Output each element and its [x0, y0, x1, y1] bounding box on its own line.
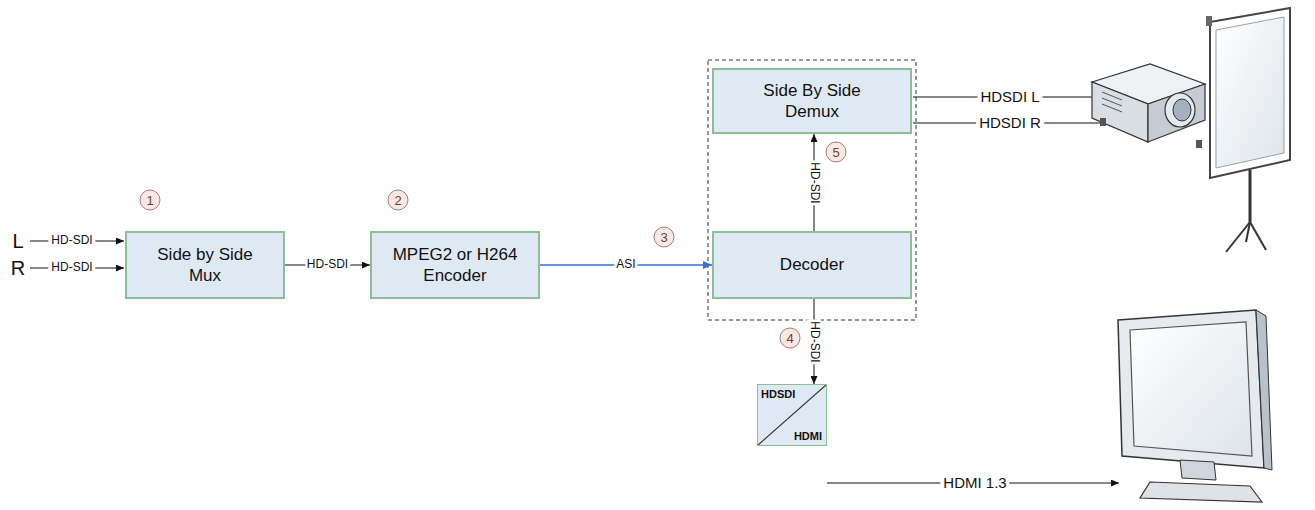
- box-label: MPEG2 or H264 Encoder: [385, 244, 525, 287]
- signal-name: HD-SDI: [48, 234, 95, 248]
- callout-number: 5: [826, 142, 847, 163]
- signal-label: HD-SDI: [807, 319, 821, 364]
- converter-box: HDSDI HDMI: [757, 384, 827, 446]
- box-label: Decoder: [780, 254, 844, 275]
- callout-number: 1: [140, 190, 161, 211]
- input-name: L: [12, 230, 23, 253]
- signal-name: HDSDI R: [976, 114, 1044, 131]
- process-box: Side by Side Mux: [125, 231, 285, 299]
- callout-number: 4: [780, 328, 801, 349]
- text-group: Decoder: [780, 254, 844, 275]
- process-box: Side By Side Demux: [712, 68, 912, 134]
- signal-name: HD-SDI: [48, 261, 95, 275]
- process-box: Decoder: [712, 231, 912, 299]
- monitor-icon: [1118, 310, 1272, 502]
- signal-name: HDSDI L: [977, 88, 1042, 105]
- callout-number: 3: [654, 227, 675, 248]
- signal-name: HDMI 1.3: [940, 474, 1009, 491]
- text-group: MPEG2 or H264 Encoder: [385, 244, 525, 287]
- box-label: Side by Side Mux: [145, 244, 265, 287]
- format-name: HDSDI: [761, 388, 795, 400]
- diagonal-line: [758, 385, 826, 445]
- format-name: HDMI: [794, 430, 822, 442]
- process-box: MPEG2 or H264 Encoder: [370, 231, 540, 299]
- signal-label: HD-SDI: [305, 258, 350, 272]
- text-group: Side by Side Mux: [145, 244, 265, 287]
- box-label: Side By Side Demux: [752, 80, 872, 123]
- screen-icon: [1206, 8, 1290, 252]
- input-name: R: [11, 257, 25, 280]
- group-outline: [708, 60, 916, 320]
- signal-label: ASI: [614, 258, 637, 272]
- text-group: Side By Side Demux: [752, 80, 872, 123]
- callout-number: 2: [388, 190, 409, 211]
- projector-icon: [1092, 64, 1205, 148]
- signal-label: HD-SDI: [807, 160, 821, 205]
